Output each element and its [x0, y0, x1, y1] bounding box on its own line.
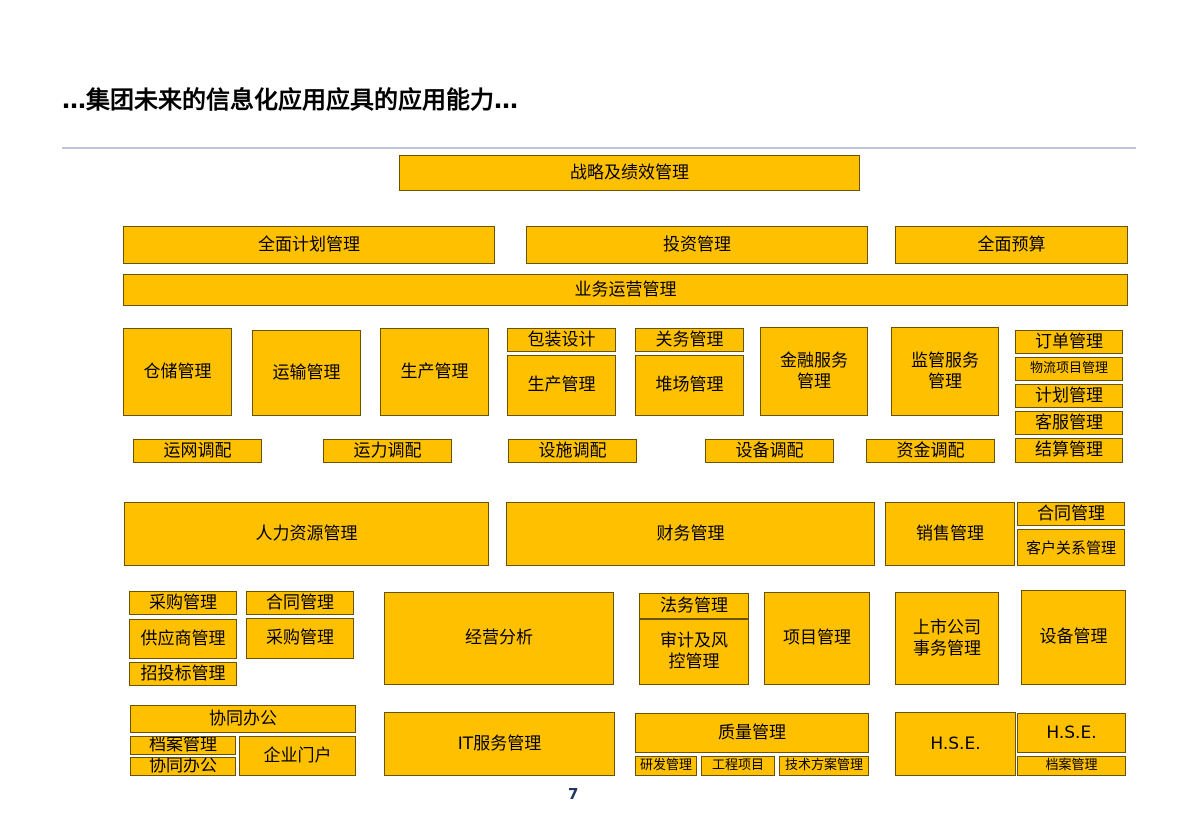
customs-box: 关务管理	[635, 328, 744, 352]
sales-box: 销售管理	[885, 502, 1015, 566]
archive-box-1: 档案管理	[130, 736, 236, 755]
finance-service-box: 金融服务 管理	[760, 327, 868, 416]
hse-box-1: H.S.E.	[895, 712, 1016, 776]
yard-box: 堆场管理	[635, 355, 744, 416]
investment-box: 投资管理	[526, 226, 868, 264]
transport-box: 运输管理	[252, 330, 361, 416]
hr-box: 人力资源管理	[124, 502, 489, 566]
settlement-box: 结算管理	[1015, 438, 1123, 463]
bidding-box: 招投标管理	[129, 662, 237, 686]
hse-box-2: H.S.E.	[1017, 713, 1126, 753]
overall-plan-box: 全面计划管理	[123, 226, 495, 264]
contract-box-2: 合同管理	[246, 591, 354, 615]
portal-box: 企业门户	[239, 736, 356, 776]
project-box: 项目管理	[764, 592, 870, 685]
crm-box: 客户关系管理	[1017, 529, 1125, 566]
plan-box: 计划管理	[1015, 384, 1123, 408]
slide-title: …集团未来的信息化应用应具的应用能力…	[62, 86, 518, 114]
page-number: 7	[568, 785, 579, 803]
production-box-1: 生产管理	[380, 328, 489, 416]
overall-budget-box: 全面预算	[895, 226, 1128, 264]
financial-box: 财务管理	[506, 502, 875, 566]
packaging-box: 包装设计	[507, 328, 616, 352]
purchase-box-1: 采购管理	[129, 591, 237, 615]
business-ops-box: 业务运营管理	[123, 274, 1128, 306]
supervision-service-box: 监管服务 管理	[891, 327, 999, 416]
order-box: 订单管理	[1015, 330, 1123, 354]
it-service-box: IT服务管理	[384, 712, 615, 776]
warehouse-box: 仓储管理	[123, 328, 232, 416]
legal-box: 法务管理	[639, 593, 749, 619]
rnd-box: 研发管理	[635, 756, 697, 776]
network-dispatch-box: 运网调配	[133, 439, 262, 463]
listed-company-box: 上市公司 事务管理	[895, 592, 999, 685]
operation-analysis-box: 经营分析	[384, 592, 614, 685]
strategy-box: 战略及绩效管理	[399, 155, 860, 191]
quality-box: 质量管理	[635, 713, 869, 753]
audit-risk-box: 审计及风 控管理	[639, 619, 749, 685]
equipment-dispatch-box: 设备调配	[705, 439, 834, 463]
contract-box-1: 合同管理	[1017, 502, 1125, 526]
collab-office-box-2: 协同办公	[130, 757, 236, 776]
fund-dispatch-box: 资金调配	[866, 439, 995, 463]
capacity-dispatch-box: 运力调配	[323, 439, 452, 463]
collab-office-box-1: 协同办公	[130, 705, 356, 733]
logistics-project-box: 物流项目管理	[1015, 357, 1123, 381]
engineering-box: 工程项目	[701, 756, 775, 776]
customer-service-box: 客服管理	[1015, 411, 1123, 435]
facility-dispatch-box: 设施调配	[508, 439, 637, 463]
supplier-box: 供应商管理	[129, 619, 237, 659]
production-box-2: 生产管理	[507, 355, 616, 416]
title-divider	[62, 147, 1136, 149]
purchase-box-2: 采购管理	[246, 618, 354, 659]
archive-box-2: 档案管理	[1017, 756, 1126, 776]
equipment-box: 设备管理	[1021, 590, 1126, 685]
tech-solution-box: 技术方案管理	[779, 756, 869, 776]
